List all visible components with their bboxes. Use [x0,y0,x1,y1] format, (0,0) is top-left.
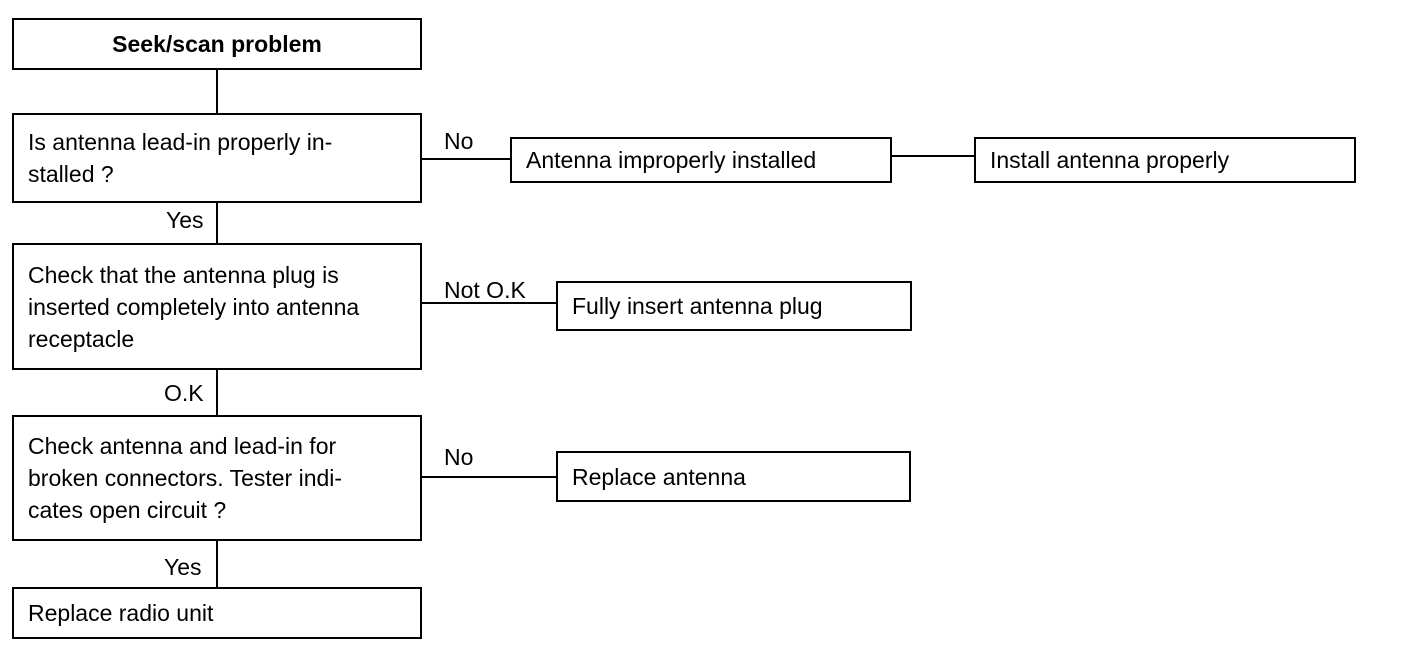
connector-q2-to-q3 [216,370,218,415]
q2-notok-label: Not O.K [444,277,526,303]
start-box: Seek/scan problem [12,18,422,70]
q2-ok-label: O.K [164,380,204,406]
install-antenna-properly-box: Install antenna properly [974,137,1356,183]
q1-yes-label: Yes [166,207,204,233]
connector-q1-no [422,158,510,160]
q1-no-label: No [444,128,474,154]
connector-result-to-action [892,155,974,157]
replace-radio-unit-box: Replace radio unit [12,587,422,639]
question-broken-connectors-box: Check antenna and lead-in for broken con… [12,415,422,541]
question-antenna-lead-in-box: Is antenna lead-in properly in- stalled … [12,113,422,203]
question-antenna-plug-text: Check that the antenna plug is inserted … [28,261,360,352]
q3-yes-label: Yes [164,554,202,580]
question-broken-connectors-text: Check antenna and lead-in for broken con… [28,433,343,523]
fully-insert-plug-box: Fully insert antenna plug [556,281,912,331]
antenna-improperly-installed-box: Antenna improperly installed [510,137,892,183]
question-antenna-lead-in-text: Is antenna lead-in properly in- stalled … [28,129,333,187]
connector-q3-no [422,476,556,478]
replace-antenna-box: Replace antenna [556,451,911,502]
q3-no-label: No [444,444,474,470]
connector-q2-notok [422,302,556,304]
connector-q1-to-q2 [216,203,218,243]
fully-insert-plug-text: Fully insert antenna plug [572,293,823,319]
antenna-improperly-installed-text: Antenna improperly installed [526,147,817,173]
connector-q3-to-end [216,541,218,587]
install-antenna-properly-text: Install antenna properly [990,147,1230,173]
replace-radio-unit-text: Replace radio unit [28,600,214,626]
question-antenna-plug-box: Check that the antenna plug is inserted … [12,243,422,370]
start-label: Seek/scan problem [112,31,322,57]
replace-antenna-text: Replace antenna [572,463,746,490]
connector-start-to-q1 [216,70,218,113]
